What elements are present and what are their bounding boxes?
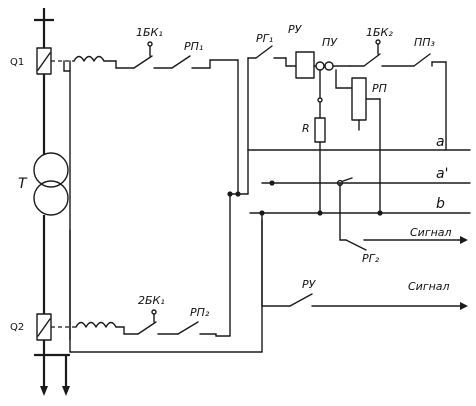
bus-lines [247, 149, 471, 216]
label-transformer: T [18, 176, 28, 192]
bottom-circuit [75, 309, 231, 337]
label-2bk1: 2БК₁ [138, 294, 165, 307]
label-q1: Q1 [10, 57, 24, 68]
label-rg1: РГ₁ [256, 32, 273, 45]
junction-lines [227, 149, 249, 337]
signal-circuit-2 [261, 212, 468, 310]
label-rp1: РП₁ [184, 40, 203, 53]
label-rg2: РГ₂ [362, 252, 380, 265]
labels: Q1 Q2 T 1БК₁ РП₁ РГ₁ РУ ПУ 1БК₂ ПП₃ РП R… [10, 23, 452, 333]
label-bus-a: a [436, 134, 445, 150]
label-pp3: ПП₃ [414, 36, 436, 49]
label-signal-1: Сигнал [410, 226, 452, 239]
breaker-q1 [36, 47, 74, 75]
label-bus-b: b [436, 196, 445, 212]
label-signal-2: Сигнал [408, 280, 450, 293]
label-1bk2: 1БК₂ [366, 26, 393, 39]
transformer-t [33, 152, 69, 216]
label-rp-coil: РП [372, 82, 387, 95]
right-upper-circuit [247, 39, 447, 216]
top-circuit [73, 41, 239, 195]
label-r: R [302, 122, 310, 135]
signal-circuit-1 [336, 177, 468, 251]
label-rp2: РП₂ [190, 306, 210, 319]
label-pu: ПУ [322, 36, 338, 49]
breaker-q2 [36, 313, 76, 341]
label-ru-top: РУ [288, 23, 303, 36]
main-feeder-line [34, 8, 70, 396]
label-ru-bottom: РУ [302, 278, 317, 291]
label-q2: Q2 [10, 322, 24, 333]
left-return-lines [63, 60, 263, 353]
label-1bk1: 1БК₁ [136, 26, 163, 39]
label-bus-a-prime: a' [436, 166, 448, 182]
